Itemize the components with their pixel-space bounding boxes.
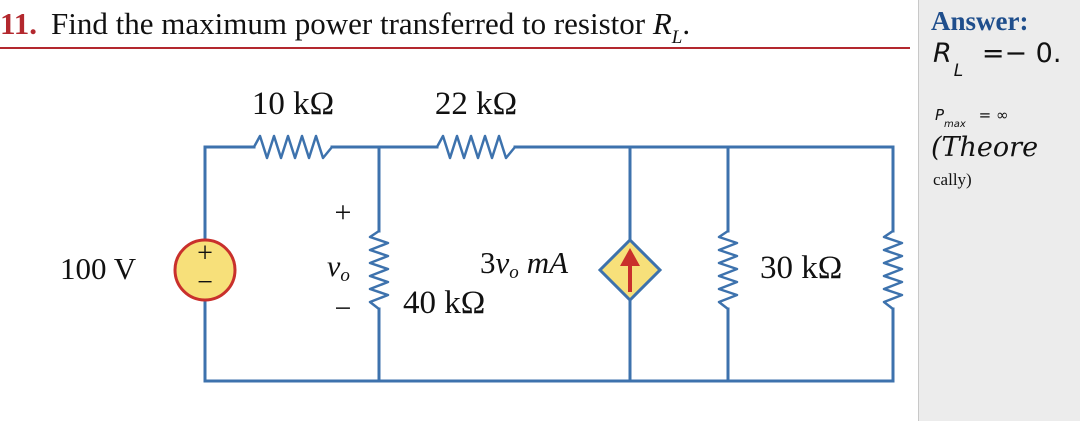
question-number: 11. bbox=[0, 6, 38, 41]
source-minus-sign: − bbox=[197, 267, 213, 298]
question-end: . bbox=[682, 6, 691, 41]
answer-rl-sub: L bbox=[953, 61, 964, 81]
label-30k: 30 kΩ bbox=[760, 250, 842, 286]
answer-rl-var: R bbox=[933, 38, 952, 69]
question-body: Find the maximum power transferred to re… bbox=[51, 6, 646, 41]
resistor-40k bbox=[368, 229, 390, 310]
resistor-rl bbox=[882, 229, 904, 310]
answer-rl-value: =− 0. bbox=[981, 38, 1062, 69]
answer-panel: Answer: RL =− 0. Pmax = ∞ (Theore cally) bbox=[918, 0, 1080, 421]
label-vo-plus: + bbox=[335, 196, 352, 229]
answer-pmax-sub: max bbox=[944, 119, 966, 130]
answer-pmax-value: = ∞ bbox=[978, 106, 1009, 124]
label-22k: 22 kΩ bbox=[435, 86, 517, 122]
answer-pmax-var: P bbox=[935, 106, 945, 124]
label-10k: 10 kΩ bbox=[252, 86, 334, 122]
label-vo-minus: − bbox=[335, 292, 352, 325]
label-vo: vo bbox=[327, 250, 350, 286]
answer-rl: RL =− 0. bbox=[933, 38, 1062, 81]
answer-note-2: cally) bbox=[933, 170, 972, 189]
question-text: 11. Find the maximum power transferred to… bbox=[0, 2, 900, 48]
question-var: R bbox=[652, 6, 672, 41]
voltage-source bbox=[173, 238, 237, 302]
resistor-30k bbox=[717, 229, 739, 310]
current-arrow-icon bbox=[620, 248, 640, 292]
answer-pmax: Pmax = ∞ bbox=[935, 106, 1009, 130]
question-var-sub: L bbox=[671, 27, 683, 48]
answer-title: Answer: bbox=[931, 6, 1029, 36]
circuit-wires bbox=[203, 145, 895, 383]
resistor-22k bbox=[435, 134, 516, 160]
label-source-voltage: 100 V bbox=[60, 251, 137, 286]
header-divider bbox=[0, 47, 910, 49]
label-40k: 40 kΩ bbox=[403, 285, 485, 321]
answer-note-1: (Theore bbox=[931, 132, 1039, 163]
source-plus-sign: + bbox=[197, 238, 213, 269]
resistor-10k bbox=[252, 134, 333, 160]
